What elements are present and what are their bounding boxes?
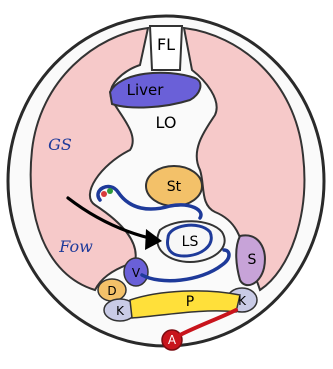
label-k-right: K — [238, 294, 247, 308]
label-s: S — [248, 252, 257, 268]
label-lo: LO — [156, 113, 177, 132]
gs-dot-green — [107, 188, 113, 194]
label-v: V — [132, 266, 141, 280]
label-p: P — [186, 294, 194, 310]
label-gs: GS — [48, 135, 72, 154]
label-d: D — [107, 284, 116, 298]
label-fl: FL — [157, 35, 175, 54]
label-st: St — [167, 179, 182, 195]
label-a: A — [168, 333, 177, 347]
label-ls: LS — [182, 234, 199, 250]
gs-dot-red — [101, 191, 107, 197]
label-liver: Liver — [127, 81, 165, 99]
label-k-left: K — [116, 304, 125, 318]
label-fow: Fow — [58, 237, 93, 256]
